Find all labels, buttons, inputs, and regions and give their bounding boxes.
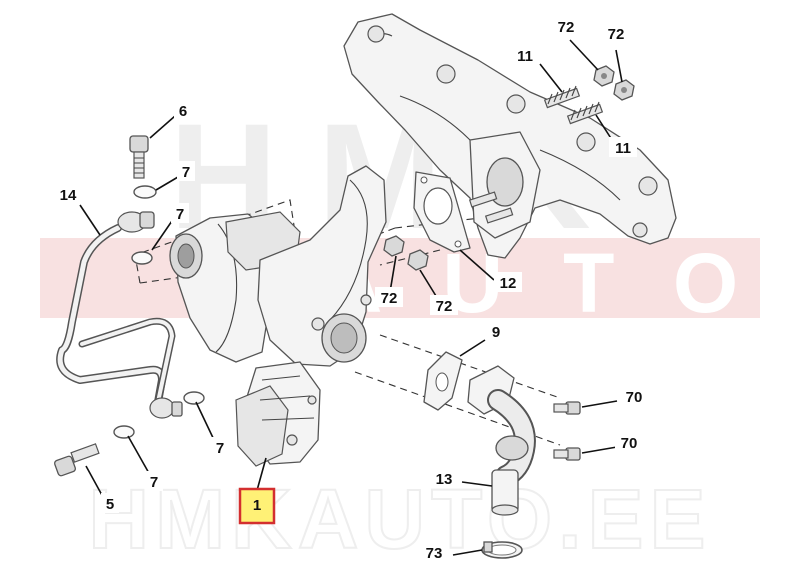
callout-13: 13: [430, 468, 458, 488]
banjo-bolt-top: [129, 135, 149, 179]
callout-number: 70: [626, 389, 643, 406]
nut-mid-b: [407, 249, 429, 271]
banjo-bolt-bottom: [54, 443, 100, 477]
stud-lower: [566, 101, 604, 125]
callout-box: [494, 272, 522, 292]
turbocharger: [169, 165, 387, 467]
callout-number: 6: [179, 103, 187, 120]
callout-box: [171, 203, 189, 223]
callout-9: 9: [487, 321, 505, 341]
callout-box: [177, 161, 195, 181]
callout-number: 72: [381, 290, 398, 307]
callout-7: 7: [211, 437, 229, 457]
callout-number: 13: [436, 471, 453, 488]
callout-73: 73: [420, 542, 448, 562]
washer-bottom-b: [183, 391, 205, 405]
oil-feed-pipe: [56, 211, 183, 419]
stud-flange-b: [484, 207, 514, 224]
callout-number: 7: [182, 164, 190, 181]
return-pipe-bolt-lower: [553, 447, 581, 461]
callout-box: [54, 184, 82, 204]
callout-box: [430, 468, 458, 488]
watermark: HMK AUTO HMKAUTO.EE: [40, 92, 760, 567]
callout-number: 73: [426, 545, 443, 562]
oil-return-pipe: [467, 365, 536, 516]
callout-number: 5: [106, 496, 114, 513]
callout-number: 11: [517, 48, 533, 65]
callout-1: 1: [238, 487, 276, 525]
callout-number: 70: [621, 435, 638, 452]
callout-72: 72: [552, 16, 580, 36]
manifold-studs: [383, 65, 635, 271]
callout-70: 70: [620, 386, 648, 406]
callout-11: 11: [609, 137, 637, 157]
callout-number: 72: [436, 298, 453, 315]
callout-number: 1: [253, 497, 261, 514]
nut-mid-a: [383, 235, 405, 257]
turbo-gasket: [413, 171, 471, 253]
callout-number: 7: [216, 440, 224, 457]
callout-7: 7: [171, 203, 189, 223]
callout-box: [430, 295, 458, 315]
callout-box: [552, 16, 580, 36]
callout-box: [420, 542, 448, 562]
callout-5: 5: [101, 493, 119, 513]
callout-number: 14: [60, 187, 77, 204]
callout-number: 72: [608, 26, 625, 43]
return-pipe-bolt-upper: [553, 401, 581, 415]
callout-number: 7: [176, 206, 184, 223]
callout-number: 9: [492, 324, 500, 341]
oil-return-gasket: [423, 351, 463, 411]
callout-number: 72: [558, 19, 575, 36]
stud-upper: [543, 85, 581, 109]
callout-14: 14: [54, 184, 82, 204]
callout-11: 11: [511, 45, 539, 65]
callout-box: [620, 386, 648, 406]
callout-72: 72: [375, 287, 403, 307]
nut-top-a: [593, 65, 615, 87]
callout-box: [609, 137, 637, 157]
callout-box: [145, 471, 163, 491]
leader-lines: [79, 39, 623, 556]
callout-12: 12: [494, 272, 522, 292]
callout-7: 7: [177, 161, 195, 181]
callout-7: 7: [145, 471, 163, 491]
watermark-domain: HMKAUTO.EE: [88, 472, 711, 566]
callout-box: [375, 287, 403, 307]
callout-72: 72: [602, 23, 630, 43]
callout-box: [602, 23, 630, 43]
callout-box: [511, 45, 539, 65]
washer-top-b: [131, 251, 153, 265]
washer-top-a: [133, 185, 157, 199]
callout-70: 70: [615, 432, 643, 452]
callout-box: [101, 493, 119, 513]
callout-number: 7: [150, 474, 158, 491]
callout-6: 6: [174, 100, 192, 120]
callout-labels: 6 7 7 14 11 11 72 72 72 72 12 9 70 70 7 7 5 1 13 73: [54, 16, 648, 562]
callout-72: 72: [430, 295, 458, 315]
callout-box: [238, 487, 276, 525]
exhaust-manifold: [343, 13, 677, 259]
callout-box: [174, 100, 192, 120]
callout-number: 12: [500, 275, 517, 292]
washer-bottom-a: [113, 425, 135, 439]
callout-number: 11: [615, 140, 631, 157]
nut-top-b: [613, 79, 635, 101]
stud-flange-a: [468, 191, 498, 208]
callout-box: [615, 432, 643, 452]
callout-box: [211, 437, 229, 457]
callout-box: [487, 321, 505, 341]
hose-clamp: [481, 541, 523, 559]
